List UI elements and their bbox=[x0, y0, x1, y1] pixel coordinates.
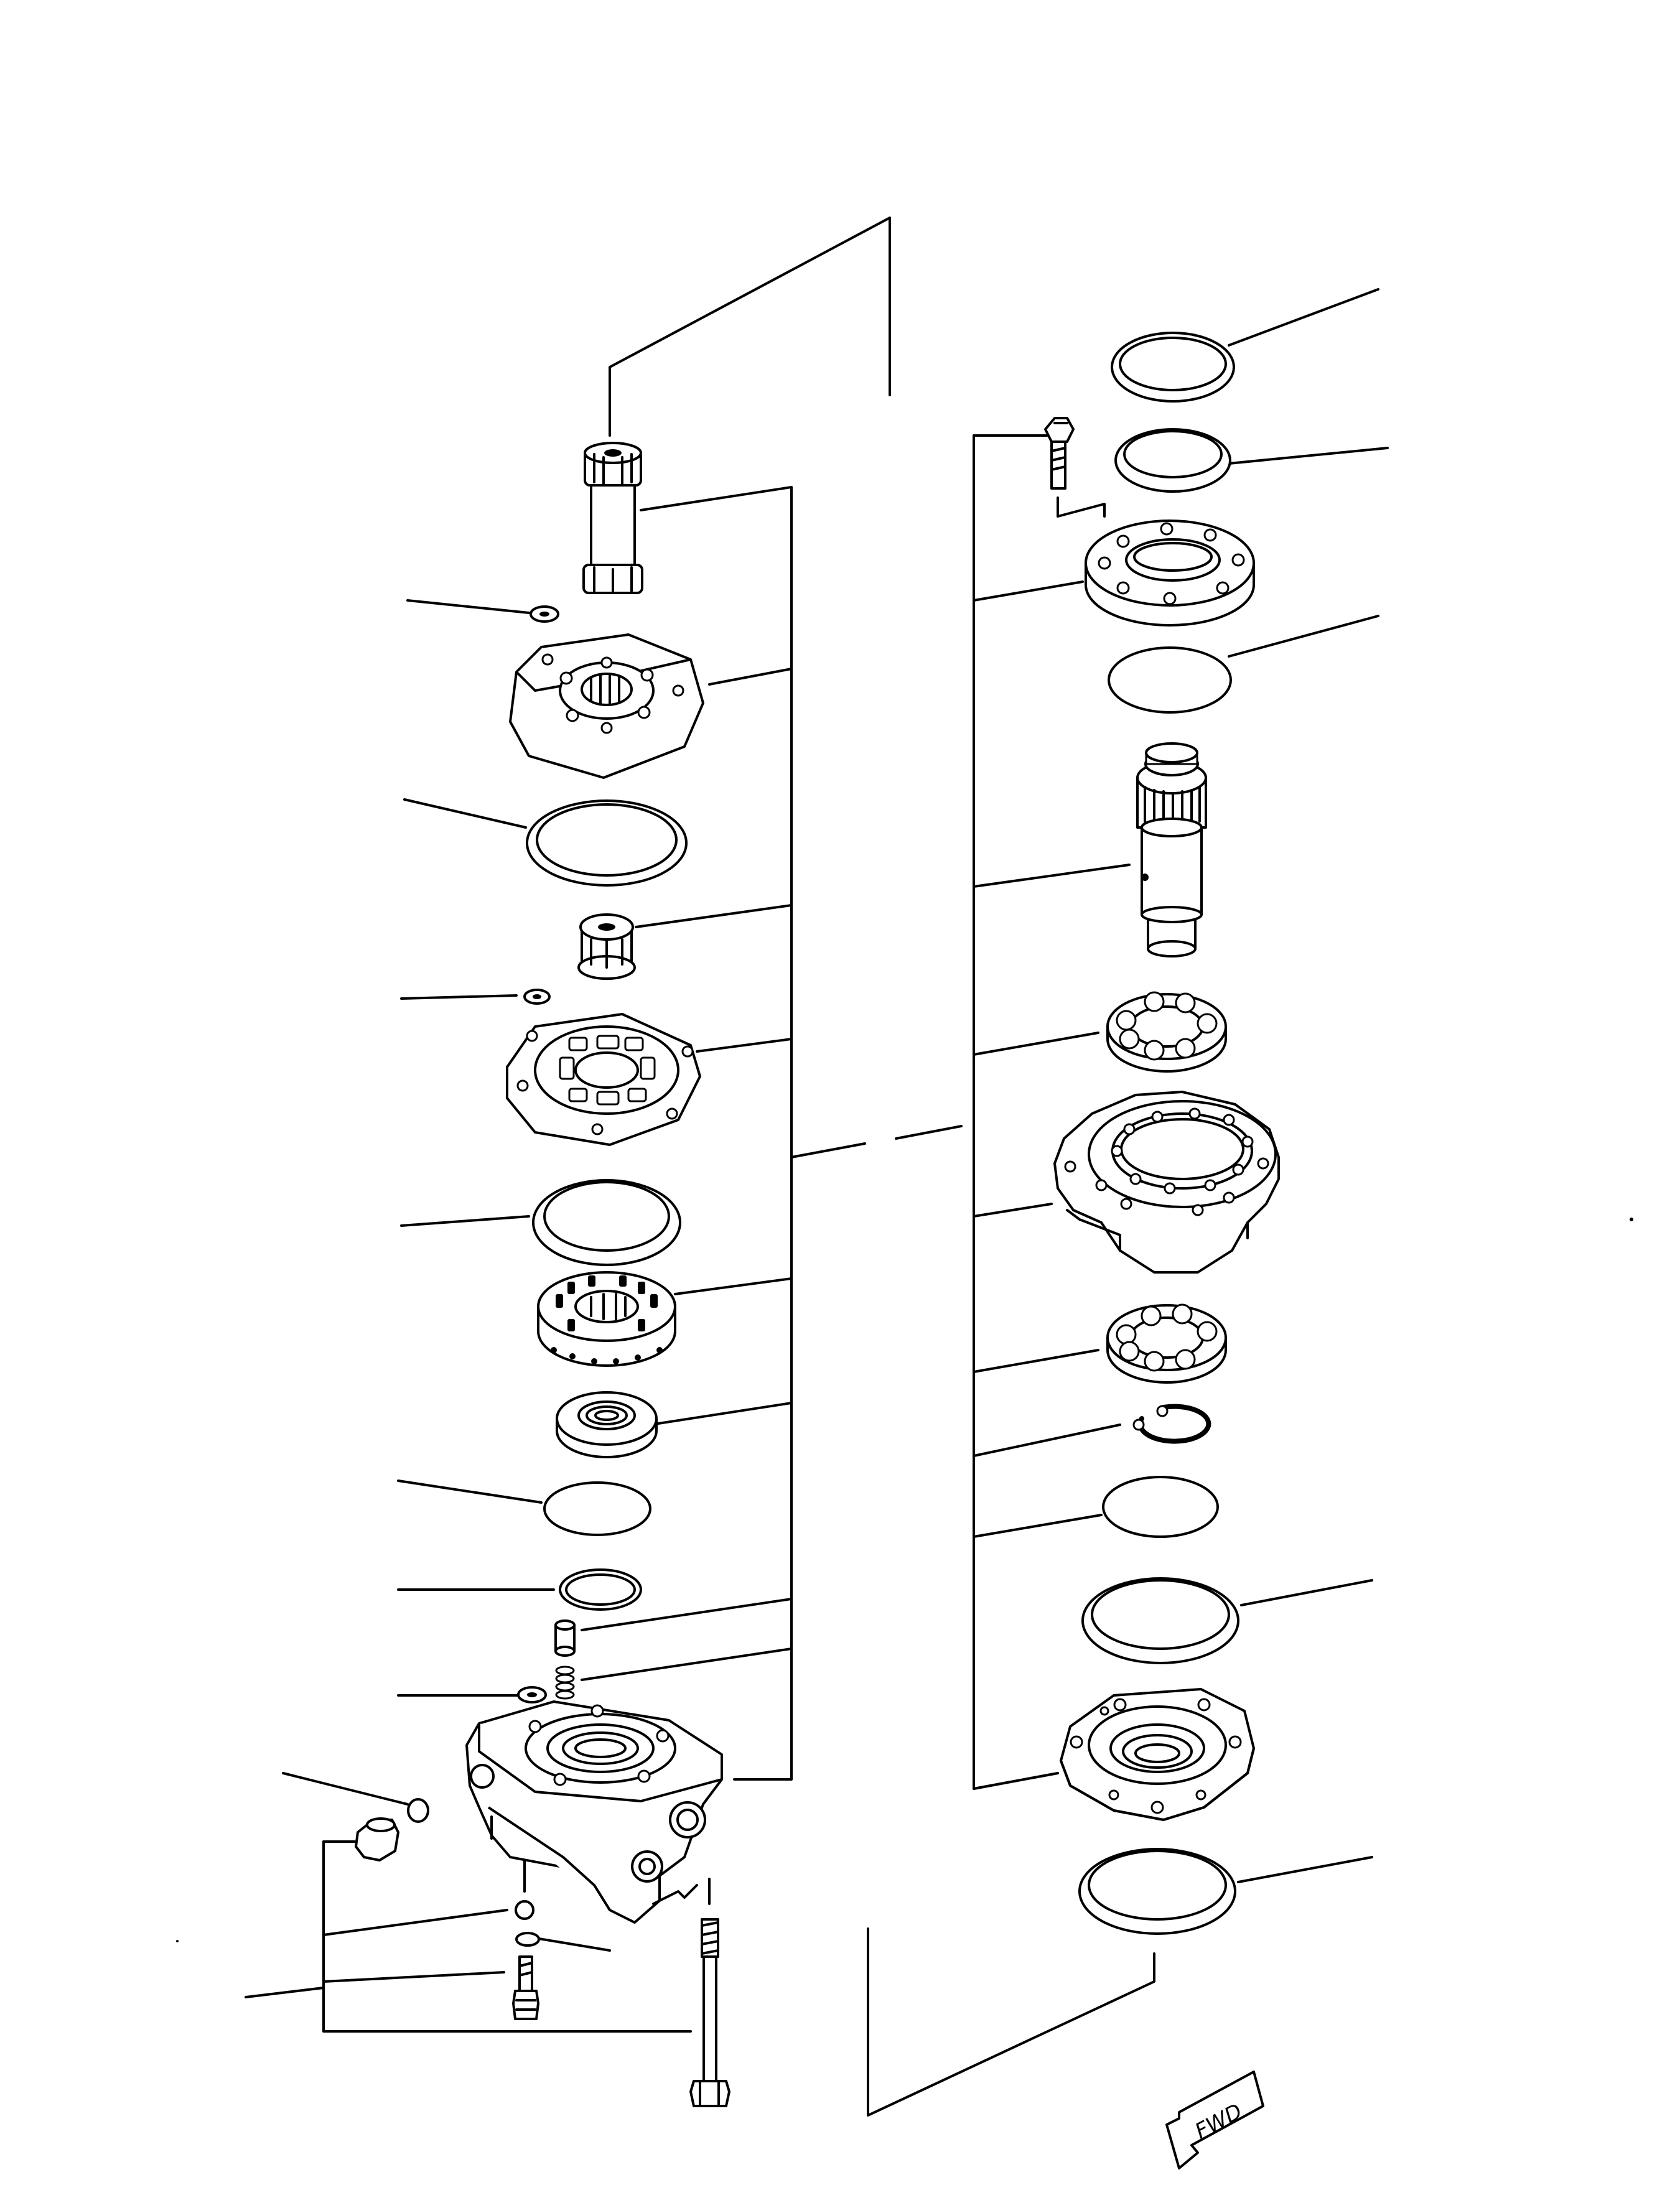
leader-oring-r bbox=[974, 1515, 1101, 1537]
snap-ring-part bbox=[1134, 1406, 1208, 1442]
leader-case bbox=[974, 1204, 1052, 1216]
leader-pin bbox=[582, 1599, 791, 1630]
pin-part bbox=[556, 1621, 574, 1656]
leader-screw bbox=[324, 1972, 504, 1982]
housing-part bbox=[467, 1702, 722, 1922]
bracket-right-stack bbox=[974, 436, 1058, 1789]
leader-seal-4-r bbox=[1238, 1857, 1372, 1882]
bracket-bottom-left bbox=[324, 1842, 582, 2031]
leader-output-shaft bbox=[974, 865, 1129, 887]
output-shaft-part bbox=[1137, 743, 1206, 956]
port-plate-part bbox=[510, 635, 703, 778]
spring-part bbox=[556, 1667, 574, 1698]
leader-spring bbox=[582, 1649, 791, 1680]
screw-part bbox=[513, 1957, 538, 2019]
left-assembly-stack bbox=[246, 218, 961, 2106]
leader-small-oring bbox=[535, 1938, 610, 1950]
leader-bottom-right bbox=[868, 1929, 1154, 2115]
valve-plate-part bbox=[507, 1014, 700, 1145]
leader-cylinder bbox=[675, 1279, 791, 1294]
fwd-arrow-icon bbox=[1167, 2072, 1263, 2168]
leader-small-ring-1 bbox=[408, 600, 529, 613]
splined-shaft-part bbox=[584, 443, 642, 593]
leader-cover bbox=[974, 1773, 1058, 1789]
small-oring-part bbox=[516, 1933, 539, 1945]
bearing-flange-part bbox=[1086, 521, 1254, 625]
ball-bearing-part-1 bbox=[1108, 992, 1226, 1071]
bracket-left-stack bbox=[641, 487, 791, 1779]
leader-snap-ring bbox=[974, 1425, 1120, 1456]
leader-seat bbox=[650, 1403, 791, 1425]
leader-bottom-group bbox=[246, 1988, 324, 1997]
flange-bolt-part bbox=[1045, 418, 1104, 516]
right-assembly-stack bbox=[868, 289, 1388, 2115]
seal-ring-4-right bbox=[1080, 1849, 1235, 1934]
port-oring-part bbox=[408, 1799, 428, 1822]
fwd-direction-arrow: FWD bbox=[1167, 2072, 1263, 2168]
leader-sleeve bbox=[636, 905, 791, 927]
leader-mid-link-b bbox=[896, 1126, 961, 1139]
leader-top-shaft bbox=[610, 218, 890, 436]
leader-flange bbox=[974, 582, 1083, 600]
leader-small-ring-2 bbox=[401, 995, 516, 999]
oring-part-right bbox=[1103, 1477, 1218, 1537]
plug-part bbox=[356, 1819, 398, 1860]
sleeve-part bbox=[579, 915, 635, 979]
leader-oring-1 bbox=[398, 1481, 541, 1503]
leader-seal-3-r bbox=[1241, 1580, 1372, 1605]
ball-bearing-part-2 bbox=[1108, 1305, 1226, 1382]
leader-seal-2 bbox=[401, 1216, 529, 1226]
leader-seal-2-r bbox=[1229, 448, 1388, 464]
leader-ball bbox=[324, 1910, 507, 1935]
leader-plate-1 bbox=[709, 669, 791, 684]
leader-oring-big-r bbox=[1229, 616, 1378, 656]
leader-valve-plate bbox=[697, 1039, 791, 1051]
long-bolt-part bbox=[653, 1879, 729, 2106]
speck-2 bbox=[176, 1940, 179, 1942]
large-oring-part bbox=[1109, 648, 1231, 712]
seal-ring-2-right bbox=[1116, 429, 1230, 492]
speck-1 bbox=[1630, 1218, 1633, 1221]
cylinder-block-part bbox=[538, 1272, 675, 1366]
end-cover-part bbox=[1061, 1689, 1254, 1820]
leader-bearing-2 bbox=[974, 1350, 1098, 1372]
leader-seal-top-r bbox=[1229, 289, 1378, 345]
oring-part-1 bbox=[544, 1483, 650, 1535]
seal-ring-3-right bbox=[1083, 1578, 1238, 1663]
leader-bearing-1 bbox=[974, 1033, 1098, 1055]
ball-part bbox=[516, 1901, 533, 1919]
leader-seal-1 bbox=[404, 799, 526, 827]
oring-part-2-inner bbox=[566, 1575, 635, 1605]
leader-port-oring bbox=[283, 1773, 408, 1804]
motor-case-part bbox=[1055, 1092, 1279, 1272]
seal-ring-top-right bbox=[1112, 333, 1234, 401]
spherical-seat-part bbox=[557, 1392, 656, 1457]
seal-ring-part-1 bbox=[527, 801, 686, 885]
seal-ring-part-2 bbox=[533, 1180, 680, 1265]
leader-mid-link-a bbox=[791, 1144, 865, 1157]
